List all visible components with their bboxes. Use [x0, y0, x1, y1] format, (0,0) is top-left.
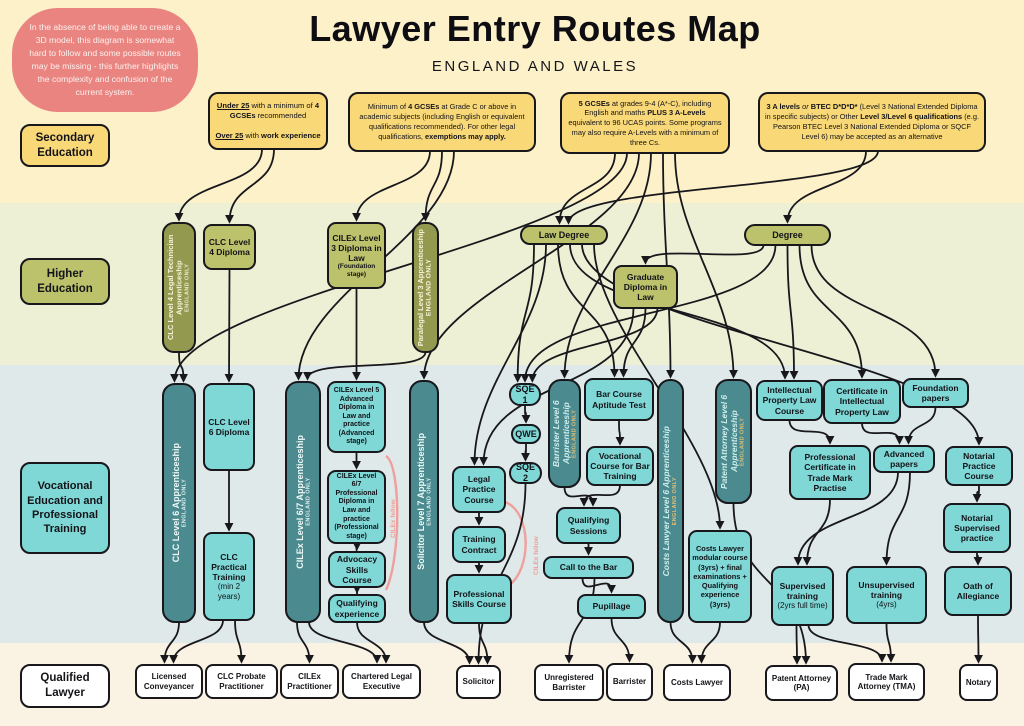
disclaimer-note: In the absence of being able to create a…	[12, 8, 198, 112]
node-intellectual-property-law-course: Intellectual Property Law Course	[756, 380, 823, 421]
node-qualifying-sessions: Qualifying Sessions	[556, 507, 621, 544]
node-licensed-conveyancer: Licensed Conveyancer	[135, 664, 203, 699]
node-clc-level-4-apprenticeship: CLC Level 4 Legal Technician Apprentices…	[162, 222, 196, 353]
stage-label-higher-education: Higher Education	[20, 258, 110, 305]
requirement-text: 3 A levels or BTEC D*D*D* (Level 3 Natio…	[765, 102, 980, 141]
node-supervised-training: Supervised training(2yrs full time)	[771, 566, 834, 626]
node-law-degree: Law Degree	[520, 225, 608, 245]
node-professional-skills-course: Professional Skills Course	[446, 574, 512, 624]
requirement-alevel-btec: 3 A levels or BTEC D*D*D* (Level 3 Natio…	[758, 92, 986, 152]
node-costs-lawyer-modular-course: Costs Lawyer modular course (3yrs) + fin…	[688, 530, 752, 623]
node-certificate-in-intellectual-property-law: Certificate in Intellectual Property Law	[823, 379, 901, 424]
node-vocational-course-for-bar-training: Vocational Course for Bar Training	[586, 446, 654, 486]
node-unsupervised-training: Unsupervised training(4yrs)	[846, 566, 927, 624]
node-cilex-level-3-diploma: CILEx Level 3 Diploma in Law(Foundation …	[327, 222, 386, 289]
node-costs-lawyer: Costs Lawyer	[663, 664, 731, 701]
node-pupillage: Pupillage	[577, 594, 646, 619]
node-training-contract: Training Contract	[452, 526, 506, 563]
node-barrister: Barrister	[606, 663, 653, 701]
node-cilex-level-5-advanced-diploma: CILEx Level 5 Advanced Diploma in Law an…	[327, 381, 386, 453]
node-sqe-1: SQE 1	[509, 383, 541, 406]
page-subtitle: ENGLAND AND WALES	[431, 58, 639, 75]
requirement-apprenticeship-age: Under 25 with a minimum of 4 GCSEs recom…	[208, 92, 328, 150]
node-qualifying-experience: Qualifying experience	[328, 594, 386, 623]
node-cilex-practitioner: CILEx Practitioner	[280, 664, 339, 699]
node-professional-certificate-trade-mark: Professional Certificate in Trade Mark P…	[789, 445, 871, 500]
node-clc-level-4-diploma: CLC Level 4 Diploma	[203, 224, 256, 270]
band-higher-education	[0, 203, 1024, 365]
node-chartered-legal-executive: Chartered Legal Executive	[342, 664, 421, 699]
node-degree: Degree	[744, 224, 831, 246]
stage-label-vocational-training: Vocational Education and Professional Tr…	[20, 462, 110, 554]
node-foundation-papers: Foundation papers	[902, 378, 969, 408]
node-clc-level-6-diploma: CLC Level 6 Diploma	[203, 383, 255, 471]
node-clc-probate-practitioner: CLC Probate Practitioner	[205, 664, 278, 699]
node-trade-mark-attorney: Trade Mark Attorney (TMA)	[848, 663, 925, 701]
requirement-text: 5 GCSEs at grades 9-4 (A*-C), including …	[568, 98, 722, 147]
node-advanced-papers: Advanced papers	[873, 445, 935, 473]
node-notarial-practice-course: Notarial Practice Course	[945, 446, 1013, 486]
node-oath-of-allegiance: Oath of Allegiance	[944, 566, 1012, 616]
node-advocacy-skills-course: Advocacy Skills Course	[328, 551, 386, 588]
requirement-text: Minimum of 4 GCSEs at Grade C or above i…	[359, 102, 525, 141]
cilex-fellow-annotation-left: CILEx fellow	[390, 499, 397, 538]
node-legal-practice-course: Legal Practice Course	[452, 466, 506, 513]
node-qwe: QWE	[511, 424, 541, 444]
node-bar-course-aptitude-test: Bar Course Aptitude Test	[584, 378, 654, 421]
requirement-gcse: Minimum of 4 GCSEs at Grade C or above i…	[348, 92, 536, 152]
node-graduate-diploma-in-law: Graduate Diploma in Law	[613, 265, 678, 309]
node-patent-attorney: Patent Attorney (PA)	[765, 665, 838, 701]
stage-label-qualified-lawyer: Qualified Lawyer	[20, 664, 110, 708]
node-call-to-the-bar: Call to the Bar	[543, 556, 634, 579]
node-solicitor: Solicitor	[456, 665, 501, 699]
node-notary: Notary	[959, 664, 998, 701]
page-title: Lawyer Entry Routes Map	[309, 8, 761, 49]
node-cilex-level-6-7-professional-diploma: CILEx Level 6/7 Professional Diploma in …	[327, 470, 386, 544]
requirement-text: Under 25 with a minimum of 4 GCSEs recom…	[215, 100, 321, 141]
node-clc-practical-training: CLC Practical Training(min 2 years)	[203, 532, 255, 621]
node-sqe-2: SQE 2	[509, 462, 542, 484]
cilex-fellow-annotation-right: CILEx fellow	[533, 536, 540, 575]
requirement-gcse-alevel: 5 GCSEs at grades 9-4 (A*-C), including …	[560, 92, 730, 154]
stage-label-secondary-education: Secondary Education	[20, 124, 110, 167]
node-unregistered-barrister: Unregistered Barrister	[534, 664, 604, 701]
node-notarial-supervised-practice: Notarial Supervised practice	[943, 503, 1011, 553]
